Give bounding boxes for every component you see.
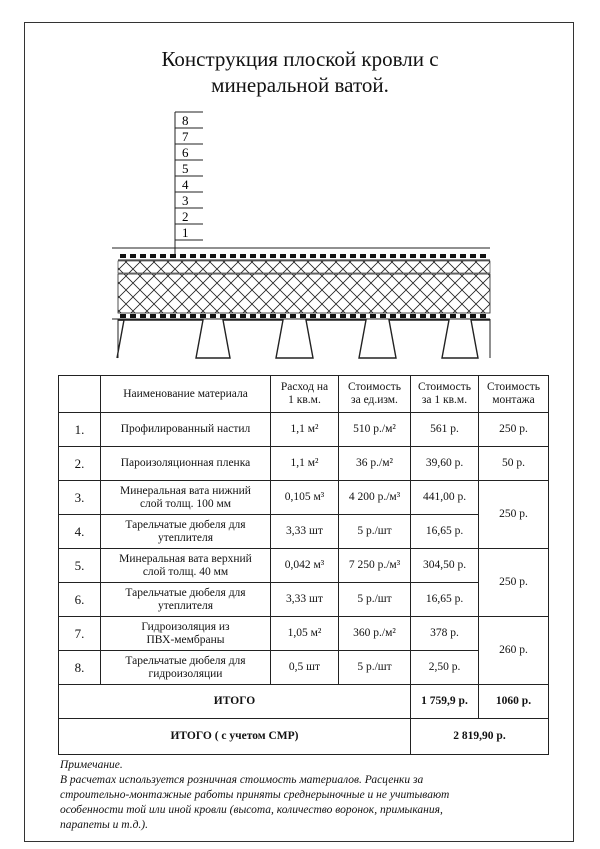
layer-label: 8	[182, 113, 189, 128]
total-install: 1060 р.	[478, 684, 549, 719]
total-smr-value: 2 819,90 р.	[410, 718, 549, 755]
row-consumption: 3,33 шт	[270, 514, 339, 549]
lower-insulation-layer	[117, 273, 491, 314]
note-line: строительно-монтажные работы приняты сре…	[60, 789, 450, 801]
layer-label: 1	[182, 225, 189, 240]
row-unit-cost: 510 р./м²	[338, 412, 411, 447]
row-install-cost: 260 р.	[478, 616, 549, 685]
row-unit-cost: 7 250 р./м³	[338, 548, 411, 583]
layer-label: 6	[182, 145, 189, 160]
table-row: 1. Профилированный настил 1,1 м² 510 р./…	[58, 412, 549, 447]
row-install-cost: 250 р.	[478, 480, 549, 549]
membrane-layer	[118, 254, 490, 258]
total-smr-label: ИТОГО ( с учетом СМР)	[58, 718, 411, 755]
row-sqm-cost: 441,00 р.	[410, 480, 479, 515]
row-sqm-cost: 2,50 р.	[410, 650, 479, 685]
row-unit-cost: 5 р./шт	[338, 650, 411, 685]
row-sqm-cost: 378 р.	[410, 616, 479, 651]
row-consumption: 1,05 м²	[270, 616, 339, 651]
total-row: ИТОГО 1 759,9 р. 1060 р.	[58, 684, 549, 719]
vapor-barrier-layer	[118, 314, 490, 318]
layer-number-ladder: 8 7 6 5 4 3 2 1	[174, 111, 203, 256]
note-line: особенности той или иной кровли (высота,…	[60, 804, 443, 816]
row-unit-cost: 36 р./м²	[338, 446, 411, 481]
row-num: 6.	[58, 582, 101, 617]
row-num: 5.	[58, 548, 101, 583]
title-line-1: Конструкция плоской кровли с	[161, 47, 439, 71]
row-install-cost: 50 р.	[478, 446, 549, 481]
row-unit-cost: 5 р./шт	[338, 582, 411, 617]
layer-label: 2	[182, 209, 189, 224]
row-consumption: 1,1 м²	[270, 446, 339, 481]
layer-label: 4	[182, 177, 189, 192]
roof-layers	[112, 247, 491, 320]
profiled-deck	[116, 319, 490, 359]
row-consumption: 0,5 шт	[270, 650, 339, 685]
total-materials: 1 759,9 р.	[410, 684, 479, 719]
row-num: 8.	[58, 650, 101, 685]
note-heading: Примечание.	[60, 759, 123, 771]
row-sqm-cost: 16,65 р.	[410, 514, 479, 549]
row-consumption: 0,042 м³	[270, 548, 339, 583]
row-sqm-cost: 561 р.	[410, 412, 479, 447]
row-install-cost: 250 р.	[478, 548, 549, 617]
page-title: Конструкция плоской кровли с минеральной…	[0, 46, 600, 98]
row-sqm-cost: 304,50 р.	[410, 548, 479, 583]
row-num: 2.	[58, 446, 101, 481]
row-num: 7.	[58, 616, 101, 651]
row-unit-cost: 4 200 р./м³	[338, 480, 411, 515]
row-num: 3.	[58, 480, 101, 515]
layer-label: 3	[182, 193, 189, 208]
layer-label: 5	[182, 161, 189, 176]
row-install-cost: 250 р.	[478, 412, 549, 447]
row-unit-cost: 5 р./шт	[338, 514, 411, 549]
row-consumption: 1,1 м²	[270, 412, 339, 447]
row-num: 4.	[58, 514, 101, 549]
row-unit-cost: 360 р./м²	[338, 616, 411, 651]
layer-label: 7	[182, 129, 189, 144]
upper-insulation-layer	[117, 260, 491, 274]
title-line-2: минеральной ватой.	[211, 73, 389, 97]
row-consumption: 0,105 м³	[270, 480, 339, 515]
total-label: ИТОГО	[58, 684, 411, 719]
note-line: парапеты и т.д.).	[60, 819, 149, 831]
note-line: В расчетах используется розничная стоимо…	[60, 774, 424, 786]
row-name: Профилированный настил	[100, 412, 271, 447]
table-row: 2. Пароизоляционная пленка 1,1 м² 36 р./…	[58, 446, 549, 481]
roof-section-diagram: 8 7 6 5 4 3 2 1	[112, 111, 491, 359]
row-num: 1.	[58, 412, 101, 447]
note-block: Примечание. В расчетах используется розн…	[60, 758, 550, 833]
page-frame	[24, 22, 574, 842]
row-name: Пароизоляционная пленка	[100, 446, 271, 481]
row-sqm-cost: 39,60 р.	[410, 446, 479, 481]
row-sqm-cost: 16,65 р.	[410, 582, 479, 617]
total-smr-row: ИТОГО ( с учетом СМР) 2 819,90 р.	[58, 718, 549, 755]
header-num	[58, 375, 101, 413]
row-consumption: 3,33 шт	[270, 582, 339, 617]
header-name: Наименование материала	[100, 375, 271, 413]
